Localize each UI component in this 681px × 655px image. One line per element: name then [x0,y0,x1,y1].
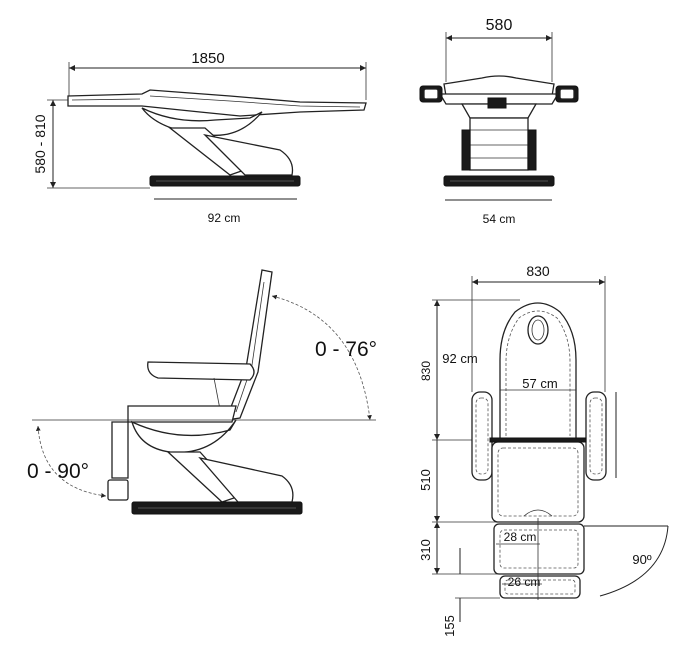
angle-leg-section [111,421,129,479]
head-width-label: 92 cm [442,351,477,366]
angle-view: 0 - 76° 0 - 90° [27,269,377,515]
back-angle-arc [271,294,372,421]
front-base-label: 54 cm [483,212,516,226]
side-seat-shell [141,107,263,136]
seat-length-label: 510 [418,469,433,491]
angle-footrest [107,479,129,501]
height-label: 580 - 810 [32,114,48,173]
angle-backrest [224,269,273,421]
front-view: 580 54 cm [419,17,579,226]
leg-angle-arc [35,425,107,498]
back-width-label: 57 cm [522,376,557,391]
side-motor-housing [203,133,294,176]
overall-width-label: 830 [526,263,550,279]
front-column [469,117,529,171]
top-armrest-left [471,391,493,481]
leg-angle-label: 0 - 90° [27,460,89,483]
angle-seat [127,405,237,423]
angle-armrest [147,361,255,381]
front-seat-top [443,75,555,97]
top-armrest-right [585,391,607,481]
side-view: 1850 580 - 810 92 cm [32,50,367,225]
leg-length-label: 310 [418,539,433,561]
front-width-label: 580 [486,17,513,34]
foot-width-label: 26 cm [508,575,541,589]
rotation-arc [599,525,669,597]
top-backrest [499,302,577,441]
top-leg-section [493,523,585,575]
side-chair-top [67,89,367,117]
top-foot-section [499,575,581,599]
length-label: 1850 [191,50,224,67]
rotation-label: 90º [632,552,651,567]
back-angle-label: 0 - 76° [315,338,377,361]
leg-width-label: 28 cm [504,530,537,544]
face-hole [527,315,549,345]
top-view: 830 830 510 310 155 [418,263,669,637]
base-width-label: 92 cm [208,211,241,225]
foot-length-label: 155 [442,615,457,637]
back-length-label: 830 [419,361,433,381]
